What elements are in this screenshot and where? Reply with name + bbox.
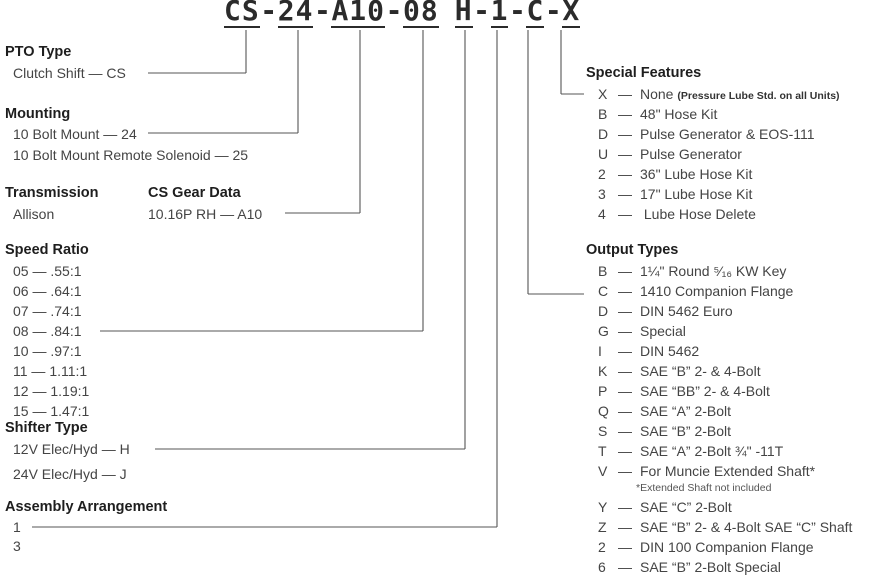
output-item: Q—SAE “A” 2-Bolt	[598, 403, 732, 419]
speed-ratio-item: 12 — 1.19:1	[13, 383, 90, 399]
code-separator: -	[473, 0, 491, 27]
output-item: B—1¼" Round ⁵⁄₁₆ KW Key	[598, 263, 787, 279]
output-item: S—SAE “B” 2-Bolt	[598, 423, 732, 439]
code-segment-output: C	[526, 0, 545, 28]
speed-ratio-item: 15 — 1.47:1	[13, 403, 90, 419]
code-separator: -	[260, 0, 278, 27]
feature-note: (Pressure Lube Std. on all Units)	[677, 90, 840, 102]
output-footnote: *Extended Shaft not included	[636, 482, 772, 494]
output-item: C—1410 Companion Flange	[598, 283, 794, 299]
code-segment-pto: CS	[224, 0, 260, 28]
model-code: CS - 24 - A10 - 08 H - 1 - C - X	[224, 0, 581, 28]
feature-item: 3—17" Lube Hose Kit	[598, 186, 753, 202]
mounting-option: 10 Bolt Mount Remote Solenoid — 25	[13, 147, 249, 163]
special-features-heading: Special Features	[586, 65, 702, 81]
shifter-type-option: 24V Elec/Hyd — J	[13, 466, 127, 482]
output-item: G—Special	[598, 323, 686, 339]
speed-ratio-item: 07 — .74:1	[13, 303, 82, 319]
code-segment-shifter: H	[454, 0, 473, 28]
code-separator: -	[544, 0, 562, 27]
output-item: Y—SAE “C” 2-Bolt	[598, 499, 732, 515]
speed-ratio-item: 08 — .84:1	[13, 323, 82, 339]
output-item: T—SAE “A” 2-Bolt ¾" -11T	[598, 443, 784, 459]
feature-item: U—Pulse Generator	[598, 146, 742, 162]
output-item: I—DIN 5462	[598, 343, 700, 359]
special-features-list: X—None (Pressure Lube Std. on all Units)…	[598, 84, 840, 224]
code-segment-mounting: 24	[277, 0, 314, 28]
gear-data-heading: CS Gear Data	[148, 185, 241, 201]
feature-item: D—Pulse Generator & EOS-111	[598, 126, 815, 142]
output-item: K—SAE “B” 2- & 4-Bolt	[598, 363, 761, 379]
output-item: D—DIN 5462 Euro	[598, 303, 733, 319]
output-item: 2—DIN 100 Companion Flange	[598, 539, 814, 555]
feature-item: X—None (Pressure Lube Std. on all Units)	[598, 86, 840, 102]
output-item: Z—SAE “B” 2- & 4-Bolt SAE “C” Shaft	[598, 519, 853, 535]
output-item: V—For Muncie Extended Shaft*	[598, 463, 816, 479]
speed-ratio-item: 05 — .55:1	[13, 263, 82, 279]
shifter-type-option: 12V Elec/Hyd — H	[13, 441, 130, 457]
code-segment-features: X	[562, 0, 581, 28]
transmission-heading: Transmission	[5, 185, 99, 201]
transmission-option: Allison	[13, 206, 55, 222]
feature-item: 4— Lube Hose Delete	[598, 206, 756, 222]
assembly-heading: Assembly Arrangement	[5, 499, 168, 515]
shifter-type-heading: Shifter Type	[5, 420, 88, 436]
code-segment-gear: A10	[331, 0, 386, 28]
feature-item: B—48" Hose Kit	[598, 106, 718, 122]
output-item: P—SAE “BB” 2- & 4-Bolt	[598, 383, 770, 399]
speed-ratio-item: 10 — .97:1	[13, 343, 82, 359]
feature-item: 2—36" Lube Hose Kit	[598, 166, 753, 182]
code-separator: -	[385, 0, 403, 27]
pto-type-option: Clutch Shift — CS	[13, 65, 126, 81]
code-separator: -	[509, 0, 526, 27]
output-item: 6—SAE “B” 2-Bolt Special	[598, 559, 781, 575]
output-types-list-continued: Y—SAE “C” 2-Bolt Z—SAE “B” 2- & 4-Bolt S…	[598, 497, 852, 577]
speed-ratio-heading: Speed Ratio	[5, 242, 89, 258]
assembly-option: 3	[13, 538, 21, 554]
code-separator: -	[314, 0, 331, 27]
mounting-option: 10 Bolt Mount — 24	[13, 126, 137, 142]
pto-type-heading: PTO Type	[5, 44, 72, 60]
code-segment-assembly: 1	[490, 0, 509, 28]
speed-ratio-item: 06 — .64:1	[13, 283, 82, 299]
output-types-heading: Output Types	[586, 242, 679, 258]
speed-ratio-list: 05 — .55:1 06 — .64:1 07 — .74:1 08 — .8…	[13, 261, 89, 421]
gear-data-option: 10.16P RH — A10	[148, 206, 263, 222]
output-types-list: B—1¼" Round ⁵⁄₁₆ KW Key C—1410 Companion…	[598, 261, 815, 481]
code-segment-ratio: 08	[403, 0, 439, 28]
speed-ratio-item: 11 — 1.11:1	[13, 363, 88, 379]
mounting-heading: Mounting	[5, 106, 71, 122]
assembly-option: 1	[13, 519, 21, 535]
